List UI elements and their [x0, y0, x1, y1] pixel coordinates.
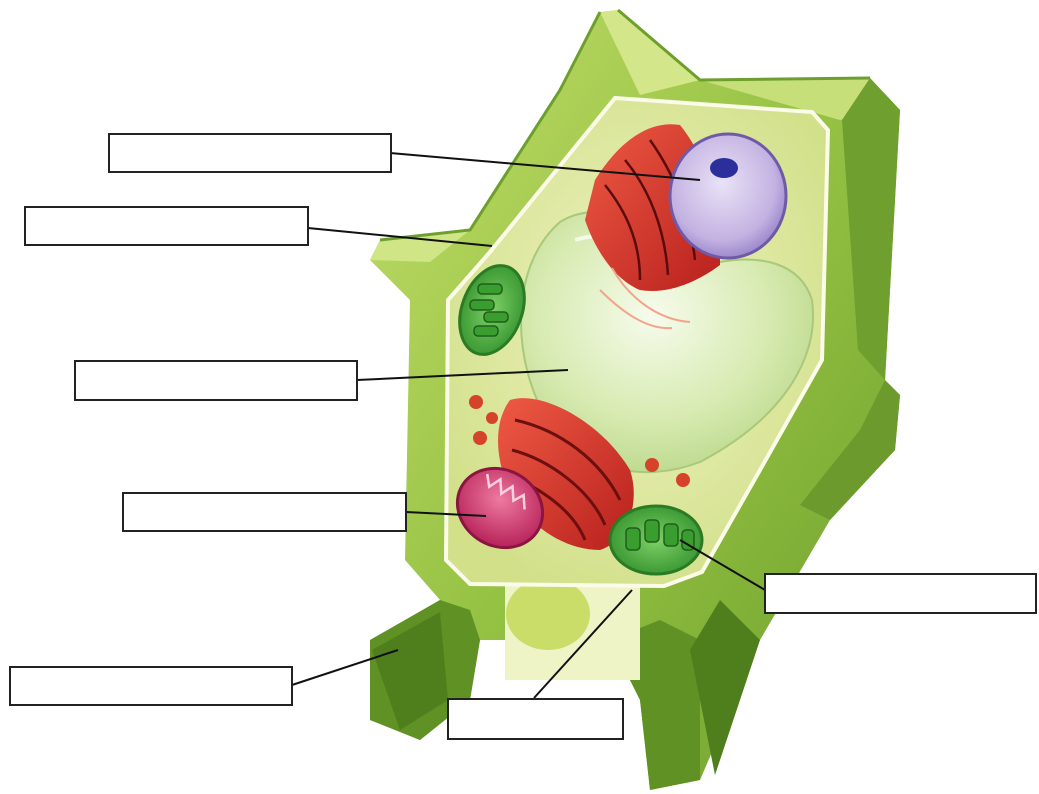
label-box-vacuole[interactable] — [74, 360, 358, 401]
opening-vesicle — [506, 578, 590, 650]
nucleus — [670, 134, 786, 258]
label-box-cell-wall[interactable] — [9, 666, 293, 706]
chloroplast-lower — [610, 506, 702, 574]
label-box-cytoplasm[interactable] — [24, 206, 309, 246]
label-box-nucleus[interactable] — [108, 133, 392, 173]
label-box-mitochondrion[interactable] — [122, 492, 407, 532]
label-box-chloroplast[interactable] — [764, 573, 1037, 614]
label-box-cell-membrane[interactable] — [447, 698, 624, 740]
